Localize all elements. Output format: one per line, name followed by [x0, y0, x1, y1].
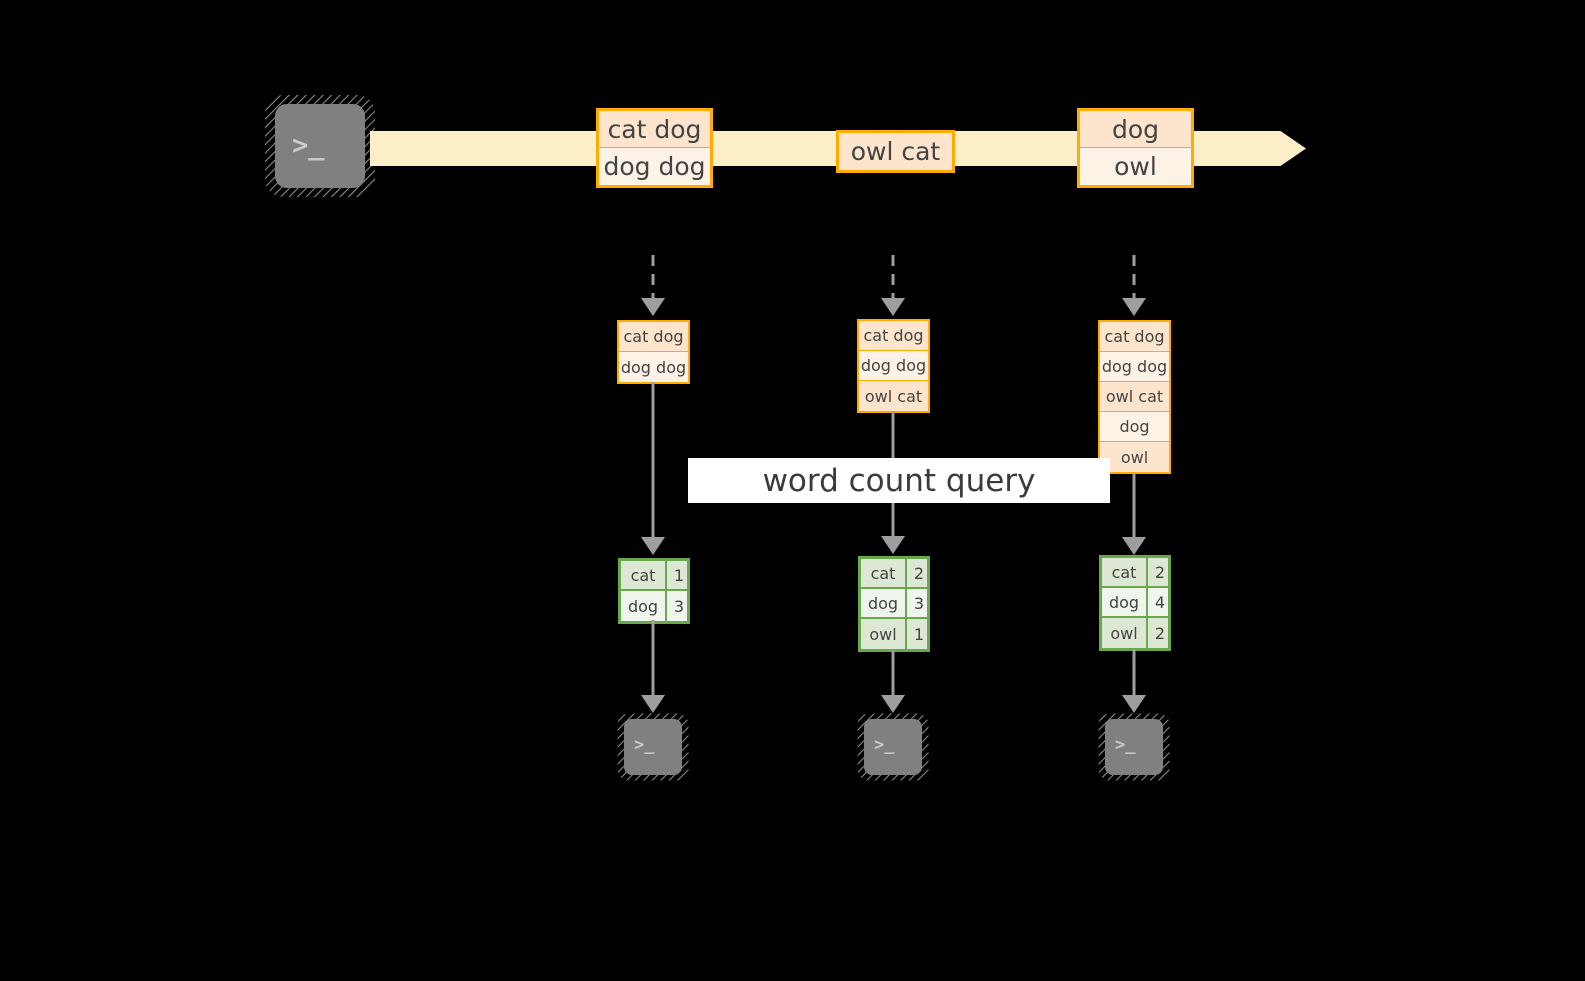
result-count: 3	[913, 593, 925, 613]
stream-event-box[interactable]: cat dog dog dog	[596, 108, 713, 188]
table-row: cat 1	[621, 561, 687, 591]
snapshot-input-line: owl cat	[1100, 382, 1169, 412]
sink-terminal-icon: >_	[617, 713, 689, 781]
terminal-prompt-glyph: >_	[1115, 735, 1136, 755]
snapshot-input-line: owl	[1100, 442, 1169, 472]
query-label-band: word count query	[688, 458, 1110, 503]
result-to-sink-connector	[640, 620, 666, 718]
snapshot-input-line: cat dog	[859, 321, 928, 351]
result-word: dog	[1102, 588, 1148, 616]
stream-event-line: owl cat	[839, 133, 952, 170]
result-word: owl	[861, 619, 907, 649]
result-word: owl	[1102, 618, 1148, 648]
terminal-body	[864, 719, 922, 775]
stream-event-line: owl	[1080, 148, 1191, 185]
snapshot-input-line: cat dog	[1100, 322, 1169, 352]
terminal-prompt-glyph: >_	[874, 735, 895, 755]
snapshot-input-line: dog dog	[1100, 352, 1169, 382]
result-count: 4	[1154, 592, 1166, 612]
result-to-sink-connector	[880, 650, 906, 718]
stream-to-snapshot-connector	[1121, 255, 1147, 321]
result-table[interactable]: cat 2 dog 4 owl 2	[1099, 555, 1171, 651]
snapshot-input-box[interactable]: cat dog dog dog	[617, 320, 690, 384]
stream-event-line: cat dog	[599, 111, 710, 148]
result-word: cat	[1102, 558, 1148, 586]
stream-to-snapshot-connector	[640, 255, 666, 321]
result-to-sink-connector	[1121, 649, 1147, 718]
sink-terminal-icon: >_	[857, 713, 929, 781]
query-label-text: word count query	[762, 462, 1036, 499]
table-row: owl 1	[861, 619, 927, 649]
stream-event-line: dog	[1080, 111, 1191, 148]
snapshot-input-line: owl cat	[859, 381, 928, 411]
result-count: 2	[1154, 562, 1166, 582]
table-row: cat 2	[861, 559, 927, 589]
terminal-body	[1105, 719, 1163, 775]
result-count: 3	[673, 596, 685, 616]
input-to-result-connector	[1121, 474, 1147, 560]
result-count: 2	[913, 563, 925, 583]
result-count: 2	[1154, 623, 1166, 643]
table-row: cat 2	[1102, 558, 1168, 588]
result-count: 1	[913, 624, 925, 644]
result-count: 1	[673, 565, 685, 585]
snapshot-input-line: dog dog	[619, 352, 688, 382]
stream-event-box[interactable]: dog owl	[1077, 108, 1194, 188]
snapshot-input-line: dog	[1100, 412, 1169, 442]
stream-to-snapshot-connector	[880, 255, 906, 321]
result-table[interactable]: cat 2 dog 3 owl 1	[858, 556, 930, 652]
table-row: dog 3	[621, 591, 687, 621]
terminal-prompt-glyph: >_	[634, 735, 655, 755]
result-word: cat	[621, 561, 667, 589]
input-to-result-connector	[640, 382, 666, 560]
result-word: dog	[621, 591, 667, 621]
snapshot-input-line: cat dog	[619, 322, 688, 352]
source-terminal-icon: >_	[264, 94, 376, 198]
table-row: dog 3	[861, 589, 927, 619]
snapshot-input-box[interactable]: cat dog dog dog owl cat	[857, 319, 930, 413]
sink-terminal-icon: >_	[1098, 713, 1170, 781]
result-word: dog	[861, 589, 907, 617]
stream-event-line: dog dog	[599, 148, 710, 185]
result-word: cat	[861, 559, 907, 587]
result-table[interactable]: cat 1 dog 3	[618, 558, 690, 624]
stream-event-box[interactable]: owl cat	[836, 130, 955, 173]
terminal-body	[275, 104, 365, 188]
table-row: owl 2	[1102, 618, 1168, 648]
terminal-body	[624, 719, 682, 775]
snapshot-input-line: dog dog	[859, 351, 928, 381]
terminal-prompt-glyph: >_	[292, 130, 325, 161]
snapshot-input-box[interactable]: cat dog dog dog owl cat dog owl	[1098, 320, 1171, 474]
table-row: dog 4	[1102, 588, 1168, 618]
